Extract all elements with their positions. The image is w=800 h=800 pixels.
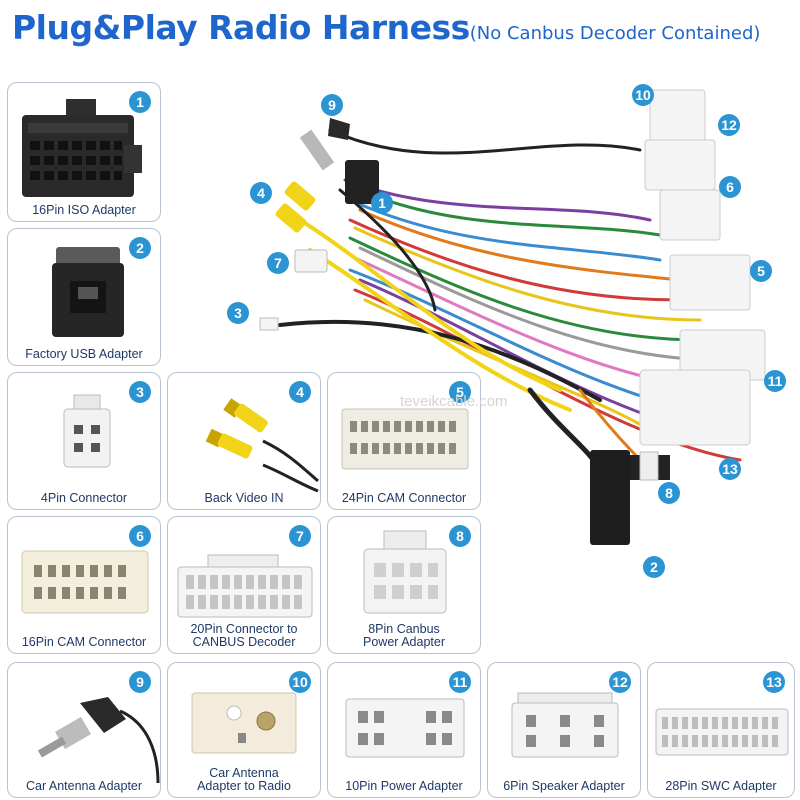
card-number-badge: 5 bbox=[449, 381, 471, 403]
callout-badge-3: 3 bbox=[227, 302, 249, 324]
10pin-connector-illustration bbox=[345, 698, 465, 758]
card-10pin-power-adapter: 11 10Pin Power Adapter bbox=[327, 662, 481, 798]
card-factory-usb-adapter: 2 Factory USB Adapter bbox=[7, 228, 161, 366]
callout-badge-9: 9 bbox=[321, 94, 343, 116]
card-label: Car Antenna Adapter bbox=[25, 779, 143, 793]
watermark: teveikcable.com bbox=[400, 393, 508, 410]
harness-illustration bbox=[259, 89, 766, 545]
card-label: 16Pin CAM Connector bbox=[21, 635, 147, 649]
callout-badge-5: 5 bbox=[750, 260, 772, 282]
card-number-badge: 3 bbox=[129, 381, 151, 403]
antenna-adapter-illustration bbox=[37, 697, 160, 784]
card-number-badge: 1 bbox=[129, 91, 151, 113]
title-subtitle: (No Canbus Decoder Contained) bbox=[469, 23, 761, 44]
card-number-badge: 11 bbox=[449, 671, 471, 693]
8pin-connector-illustration bbox=[363, 530, 447, 614]
card-number-badge: 13 bbox=[763, 671, 785, 693]
card-label: 6Pin Speaker Adapter bbox=[503, 779, 625, 793]
card-label: 24Pin CAM Connector bbox=[341, 491, 467, 505]
iso-connector-illustration bbox=[22, 99, 142, 197]
card-label: 28Pin SWC Adapter bbox=[665, 779, 777, 793]
callout-badge-6: 6 bbox=[719, 176, 741, 198]
card-label: Factory USB Adapter bbox=[25, 347, 143, 361]
20pin-connector-illustration bbox=[177, 554, 313, 618]
16pin-connector-illustration bbox=[21, 550, 149, 614]
callout-badge-4: 4 bbox=[250, 182, 272, 204]
card-24pin-cam-connector: 5 24Pin CAM Connector bbox=[327, 372, 481, 510]
card-label: 16Pin ISO Adapter bbox=[32, 203, 136, 217]
callout-badge-8: 8 bbox=[658, 482, 680, 504]
card-4pin-connector: 3 4Pin Connector bbox=[7, 372, 161, 510]
card-back-video-in: 4 Back Video IN bbox=[167, 372, 321, 510]
card-label: 4Pin Connector bbox=[40, 491, 128, 505]
callout-badge-10: 10 bbox=[632, 84, 654, 106]
card-6pin-speaker-adapter: 12 6Pin Speaker Adapter bbox=[487, 662, 641, 798]
callout-badge-1: 1 bbox=[371, 192, 393, 214]
callout-badge-12: 12 bbox=[718, 114, 740, 136]
card-number-badge: 4 bbox=[289, 381, 311, 403]
callout-badge-2: 2 bbox=[643, 556, 665, 578]
title-main: Plug&Play Radio Harness bbox=[12, 8, 470, 47]
antenna-radio-adapter-illustration bbox=[191, 692, 297, 754]
card-label: 10Pin Power Adapter bbox=[345, 779, 463, 793]
card-16pin-cam-connector: 6 16Pin CAM Connector bbox=[7, 516, 161, 654]
card-16pin-iso-adapter: 1 16Pin ISO Adapter bbox=[7, 82, 161, 222]
rca-cable-illustration bbox=[205, 398, 319, 493]
card-number-badge: 12 bbox=[609, 671, 631, 693]
callout-badge-7: 7 bbox=[267, 252, 289, 274]
usb-adapter-illustration bbox=[52, 247, 124, 337]
page-title: Plug&Play Radio Harness(No Canbus Decode… bbox=[12, 8, 760, 47]
card-label: Back Video IN bbox=[204, 491, 284, 505]
card-number-badge: 9 bbox=[129, 671, 151, 693]
card-number-badge: 2 bbox=[129, 237, 151, 259]
callout-badge-13: 13 bbox=[719, 458, 741, 480]
card-number-badge: 6 bbox=[129, 525, 151, 547]
card-number-badge: 7 bbox=[289, 525, 311, 547]
6pin-connector-illustration bbox=[511, 692, 619, 758]
28pin-connector-illustration bbox=[655, 708, 789, 756]
card-number-badge: 8 bbox=[449, 525, 471, 547]
card-car-antenna-adapter: 9 Car Antenna Adapter bbox=[7, 662, 161, 798]
4pin-connector-illustration bbox=[63, 394, 111, 468]
24pin-connector-illustration bbox=[341, 408, 469, 470]
callout-badge-11: 11 bbox=[764, 370, 786, 392]
card-28pin-swc-adapter: 13 28Pin SWC Adapter bbox=[647, 662, 795, 798]
card-number-badge: 10 bbox=[289, 671, 311, 693]
